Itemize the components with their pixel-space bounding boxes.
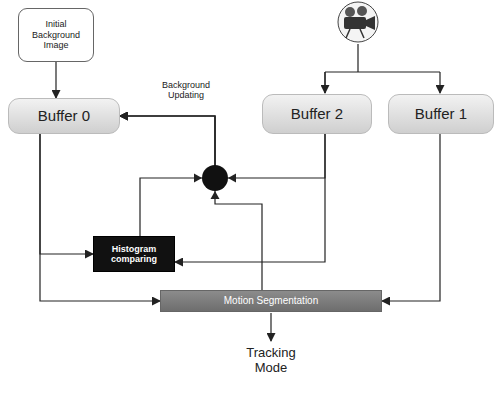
buffer-box: Buffer 2 bbox=[262, 94, 372, 134]
output-label: Tracking Mode bbox=[232, 346, 310, 376]
buffer-box: Buffer 0 bbox=[8, 98, 120, 134]
flow-arrow bbox=[382, 134, 440, 301]
flow-arrow bbox=[40, 134, 93, 254]
node-text: Buffer 2 bbox=[291, 105, 343, 122]
node-text: Initial Background Image bbox=[23, 19, 89, 50]
node-text: Motion Segmentation bbox=[224, 295, 319, 307]
junction-arrowhead bbox=[211, 191, 220, 199]
process-box: Histogram comparing bbox=[93, 236, 175, 272]
node-text: Buffer 1 bbox=[415, 105, 467, 122]
input-box: Initial Background Image bbox=[18, 8, 94, 62]
edge-label: Background Updating bbox=[146, 80, 226, 101]
node-text: Buffer 0 bbox=[38, 107, 90, 124]
camera-feed bbox=[325, 44, 440, 93]
junction-circle bbox=[202, 165, 228, 191]
node-text: Histogram comparing bbox=[98, 244, 170, 265]
flow-arrow bbox=[120, 116, 215, 236]
buffer-box: Buffer 1 bbox=[388, 94, 494, 134]
junction-arrowhead bbox=[194, 174, 202, 183]
camera-icon bbox=[338, 2, 378, 42]
output-arrow bbox=[270, 313, 271, 341]
flow-arrow bbox=[55, 62, 56, 98]
flow-arrow bbox=[175, 134, 325, 262]
process-bar: Motion Segmentation bbox=[160, 290, 382, 312]
flow-arrow bbox=[40, 134, 160, 301]
junction-arrowhead bbox=[228, 174, 236, 183]
